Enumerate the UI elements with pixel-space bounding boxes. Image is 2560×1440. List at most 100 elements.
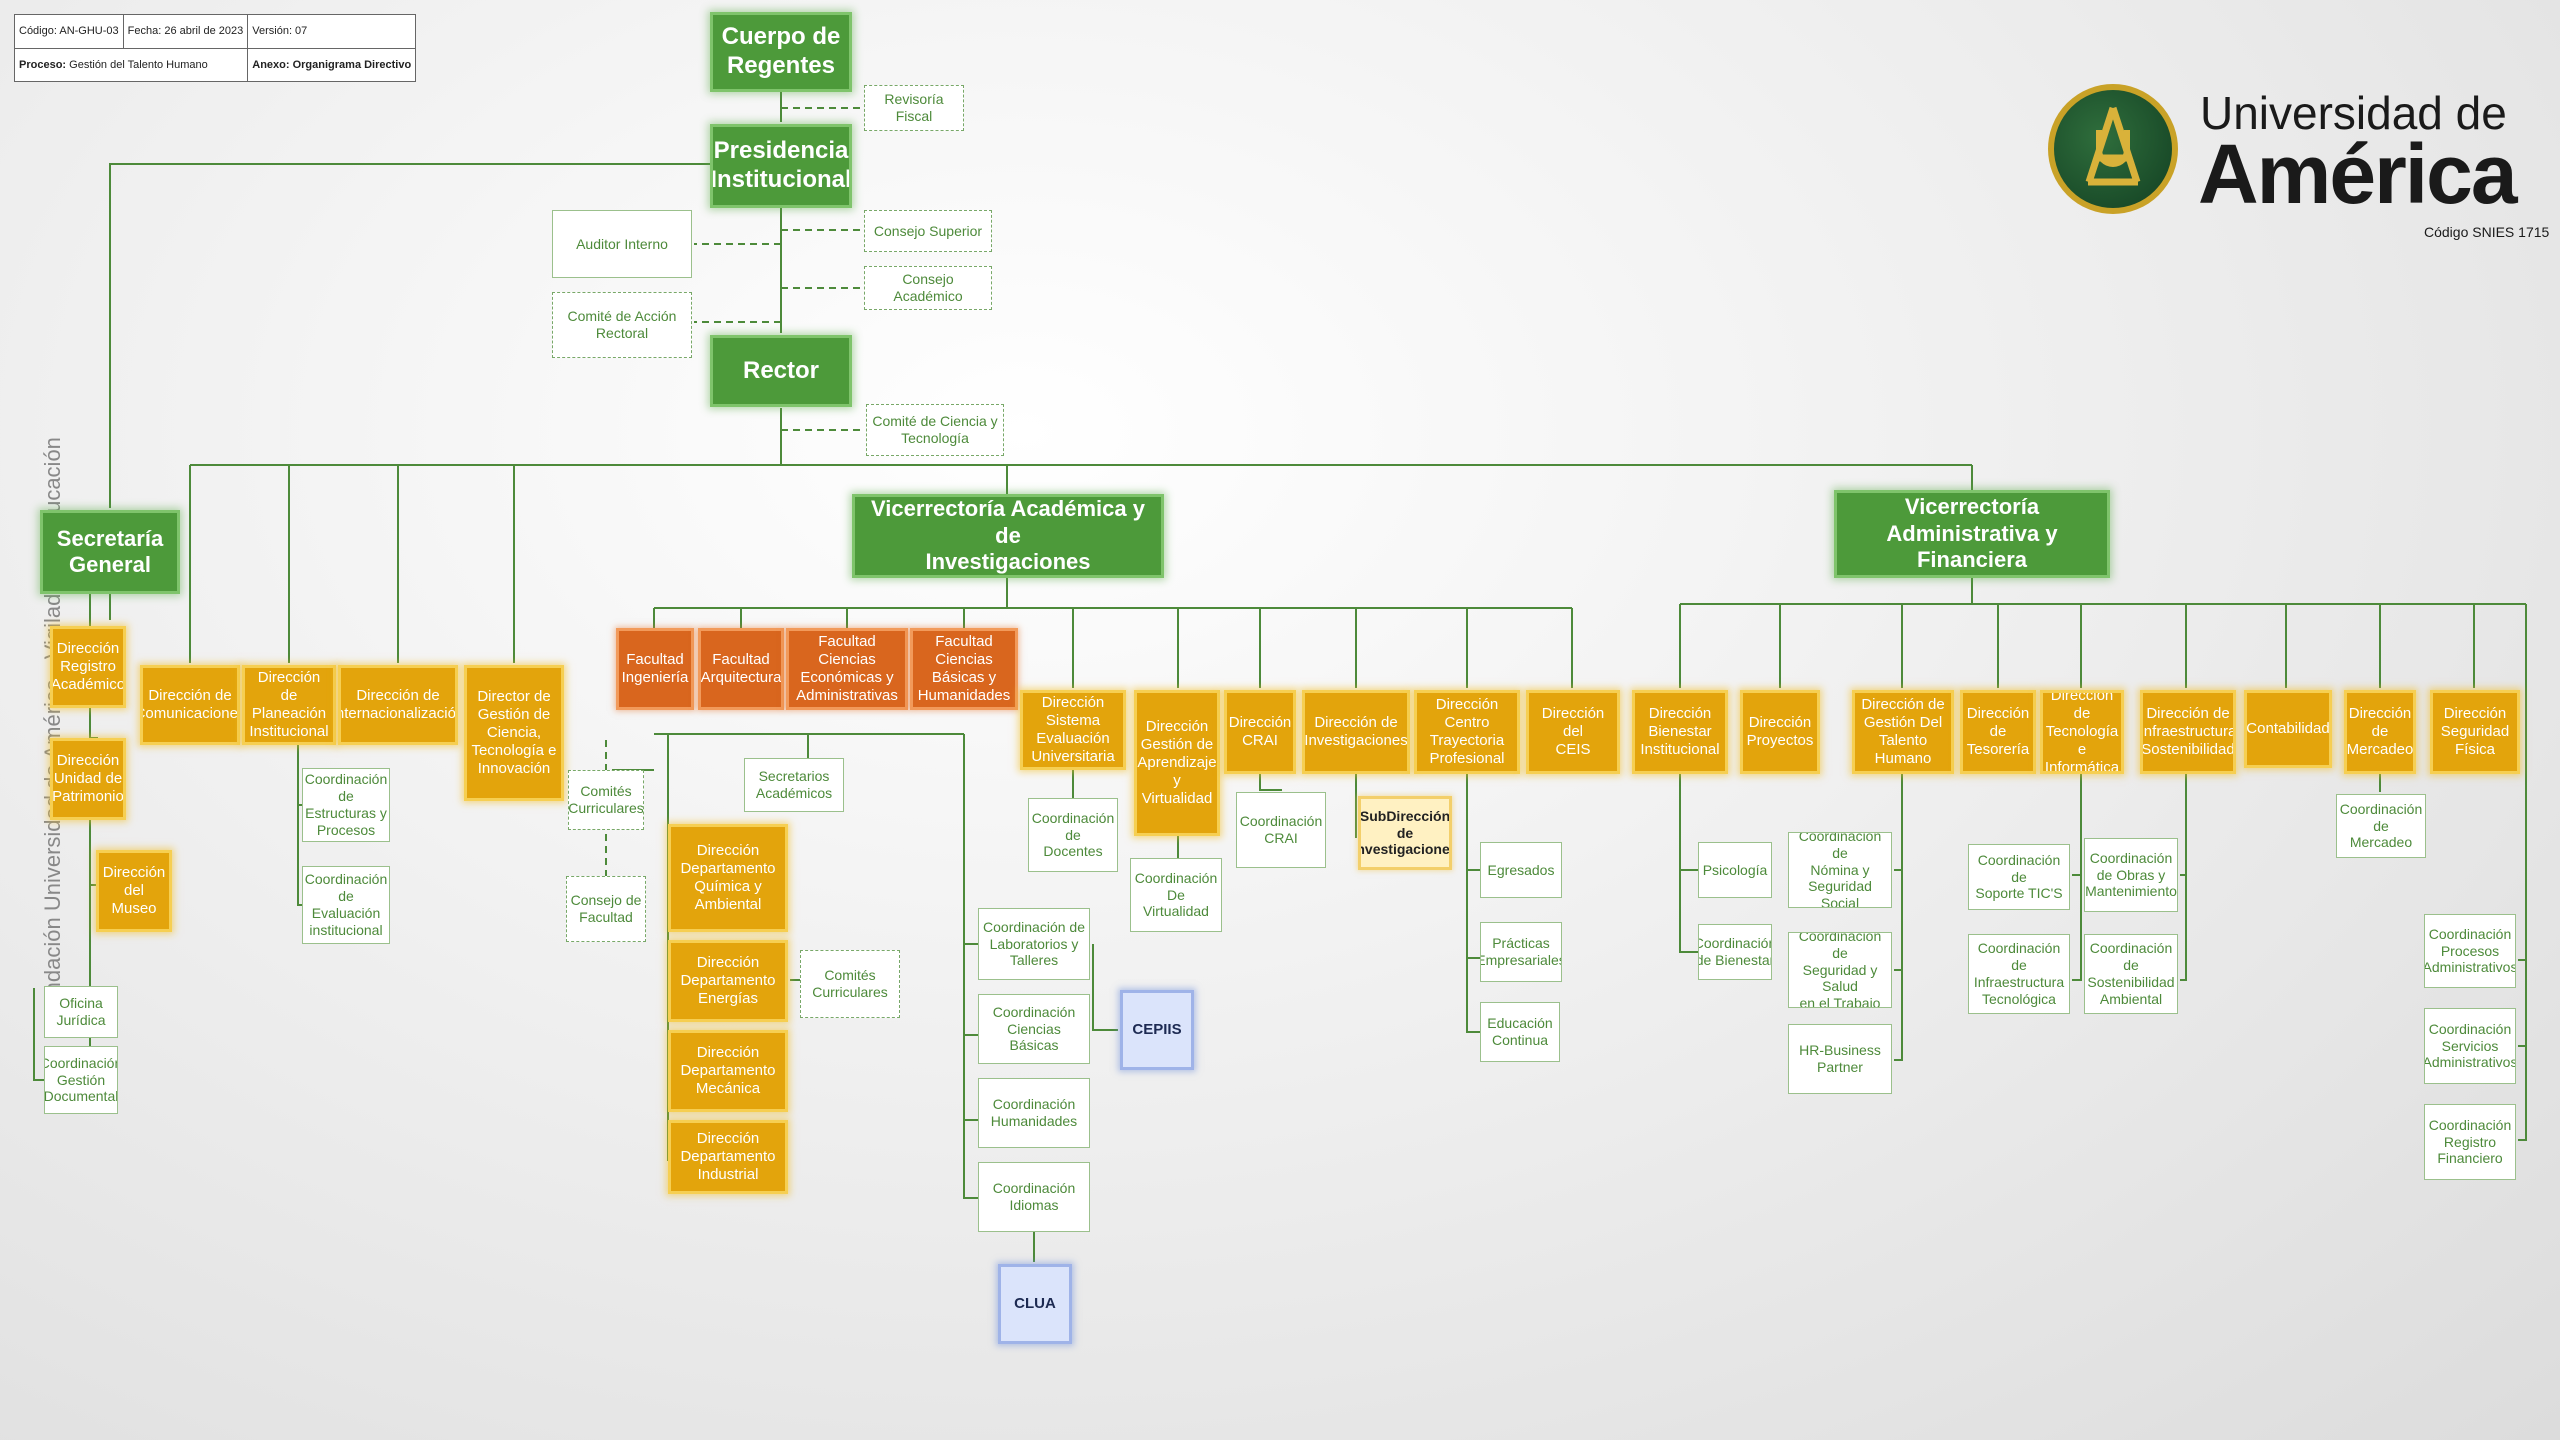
node-text-line: de [2011,957,2027,974]
node-text-line: Registro [2443,1133,2497,1150]
node-text-line: Dirección de [257,669,321,704]
node-text-line: Laboratorios y [989,935,1079,952]
node-text-line: Mecánica [695,1080,761,1097]
node-text-line: Coordinación [992,1096,1076,1113]
node-text-line: HR-Business [1799,1042,1881,1059]
node-text-line: Consejo Académico [893,271,963,304]
node-text-line: Procesos [316,821,376,838]
node-text-line: Arquitectura [700,669,782,686]
node-text-line: Dirección [696,1130,760,1147]
node-text-line: Académico [50,676,126,693]
node-text-line: Dirección de [2146,705,2230,722]
node-text-line: de Estructuras y [305,788,387,821]
node-text-line: Tecnológica [1982,990,2056,1007]
university-logo: Universidad de América Código SNIES 1715 [2048,84,2549,244]
node-text-line: Egresados [1487,861,1555,878]
node-text-line: Económicas y [800,669,894,686]
node-text-line: Partner [1817,1059,1863,1075]
node-text-line: Dirección [56,640,120,657]
node-text-line: de [1989,723,2007,740]
node-text: Auditor Interno [576,236,668,253]
node-text-line: Proyectos [1746,732,1814,749]
node-text-line: Administrativas [796,687,898,704]
node-rector: Rector [710,335,852,407]
node-text-line: Infraestructura [2140,723,2236,740]
node-text-line: Dirección del [1541,705,1605,740]
node-text-line: Ambiental [2099,990,2163,1007]
node-text-line: CEPIIS [1132,1021,1182,1038]
node-consejo-academico: Consejo Académico [864,266,992,310]
node-text: Consejo Superior [874,223,982,240]
node-text-line: Industrial [697,1166,759,1183]
node-text-line: Director de [477,688,551,705]
node-text-line: Dirección de [2050,690,2114,722]
node-text-line: de Obras y [2096,866,2166,883]
node-text-line: Tecnología [901,430,969,446]
node-text: Revisoría Fiscal [868,91,960,125]
node-text-line: Seguridad Social [1808,878,1872,908]
node-text-line: Psicología [1702,861,1768,878]
node-text-line: Dirección [696,954,760,971]
node-text-line: Profesional [1429,750,1505,767]
node-text-line: Mercadeo [2346,741,2414,758]
node-text-line: Consejo Superior [873,222,983,239]
node-text-line: Cuerpo de [721,23,841,51]
node-text-line: Revisoría Fiscal [884,91,944,124]
node-text-line: Departamento [680,1148,776,1165]
node-text-line: Coordinación [304,771,388,788]
node-text-line: Docentes [1043,843,1103,860]
node-text-line: Seguridad [2440,723,2510,740]
node-text-line: Coordinación [2089,849,2173,866]
node-text-line: Internacionalización [338,705,458,722]
node-text-line: CRAI [1242,732,1278,749]
node-text: Consejo Académico [868,271,988,305]
node-text-line: General [69,552,151,577]
node-text-line: Gestión [56,1071,106,1088]
node-text-line: Evaluación [1036,730,1110,747]
node-text-line: Dirección [56,752,120,769]
node-text-line: Energías [697,990,759,1007]
node-text-line: Administrativos [2424,1054,2516,1071]
node-text-line: Universitaria [1031,748,1115,765]
node-text-line: Presidencia [713,137,849,165]
node-text-line: Dirección de [148,687,232,704]
node-text-line: Ingeniería [621,669,689,686]
node-text-line: Coordinación [2428,1020,2512,1037]
node-text-line: Dirección [102,864,166,881]
node-text-line: Coordinación de [1977,851,2061,885]
node-text-line: Vicerrectoría Administrativa y [1886,494,2058,546]
